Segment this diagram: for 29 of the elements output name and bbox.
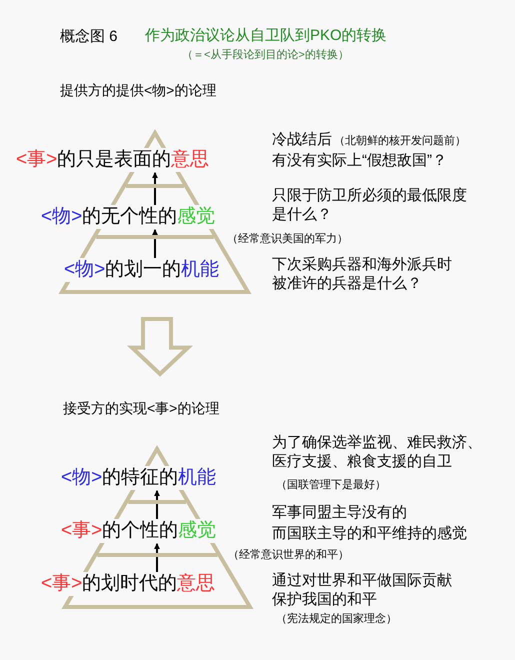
explanation-text: 冷战结后 [272,131,332,150]
title: 作为政治议论从自卫队到PKO的转换 [145,27,387,46]
explanation-text: 通过对世界和平做国际贡献保护我国的和平 [272,572,453,610]
explanation-text: 而国联主导的和平维持的感觉 [272,525,467,544]
explanation-text: 下次采购兵器和海外派兵时被准许的兵器是什么？ [272,256,453,294]
arrow [152,229,158,258]
level-label: <事>的划时代的意思 [40,572,216,596]
level-label: <物>的划一的机能 [63,258,220,282]
note: （经常意识美国的军力） [227,233,348,247]
arrow [152,172,158,205]
arrow [154,490,160,519]
note: （国联管理下是最好） [276,479,386,493]
level-label: <事>的只是表面的意思 [15,148,210,172]
level-label: <事>的个性的感觉 [60,519,218,543]
explanation-text: 只限于防卫所必须的最低限度是什么？ [272,187,468,224]
note: （宪法规定的国家理念） [276,613,397,627]
heading: 提供方的提供<物>的论理 [60,82,216,100]
explanation-text: 有没有实际上“假想敌国”？ [272,152,447,171]
figure-number: 概念图 6 [60,28,118,47]
note: （经常意识世界的和平） [228,549,349,563]
level-label: <物>的特征的机能 [60,466,218,490]
arrow [154,543,160,572]
subtitle: （＝<从手段论到目的论>的转换） [182,49,349,63]
explanation-text: 军事同盟主导没有的 [272,504,407,523]
explanation-text: 为了确保选举监视、难民救济、医疗支援、粮食支援的自卫 [272,434,483,472]
note: （北朝鲜的核开发问题前） [334,135,466,149]
level-label: <物>的无个性的感觉 [40,205,216,229]
arrow [126,317,194,377]
heading: 接受方的实现<事>的论理 [63,400,220,418]
